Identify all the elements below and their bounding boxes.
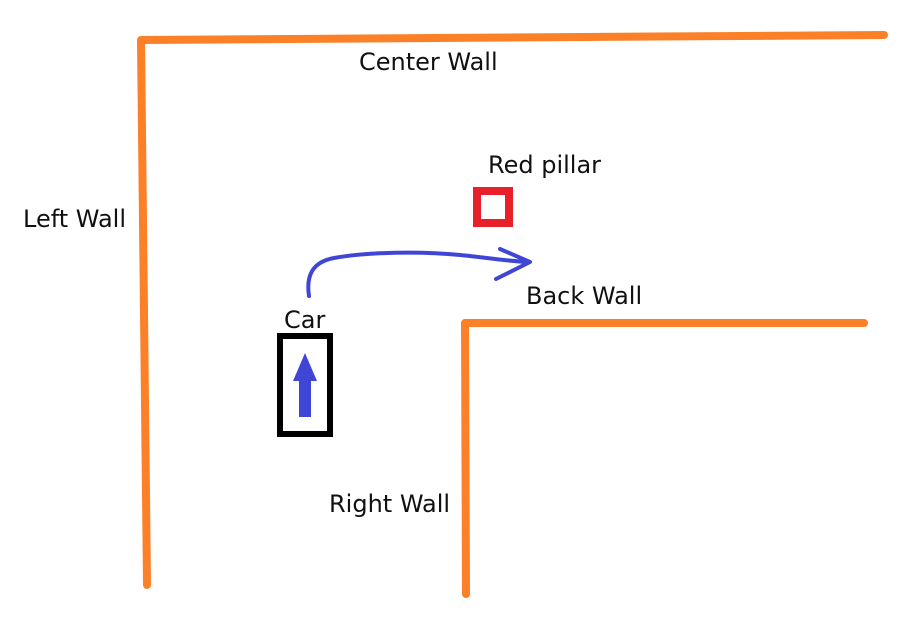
left-wall-label: Left Wall — [23, 205, 127, 233]
right-wall-label: Right Wall — [329, 490, 451, 518]
back-wall-and-right-wall-line — [461, 319, 868, 598]
curved-arrow-right-icon — [306, 250, 530, 298]
left-wall-and-center-wall-line — [137, 31, 888, 589]
center-wall-label: Center Wall — [359, 48, 498, 76]
arrow-up-icon — [293, 353, 317, 417]
car-label: Car — [284, 306, 326, 334]
back-wall-label: Back Wall — [526, 282, 643, 310]
curved-arrow-head — [494, 247, 532, 281]
red-pillar — [473, 187, 513, 227]
red-pillar-label: Red pillar — [488, 151, 602, 179]
car-arrow-shaft — [299, 379, 311, 417]
car-arrow-head — [293, 353, 317, 381]
car — [277, 333, 333, 437]
